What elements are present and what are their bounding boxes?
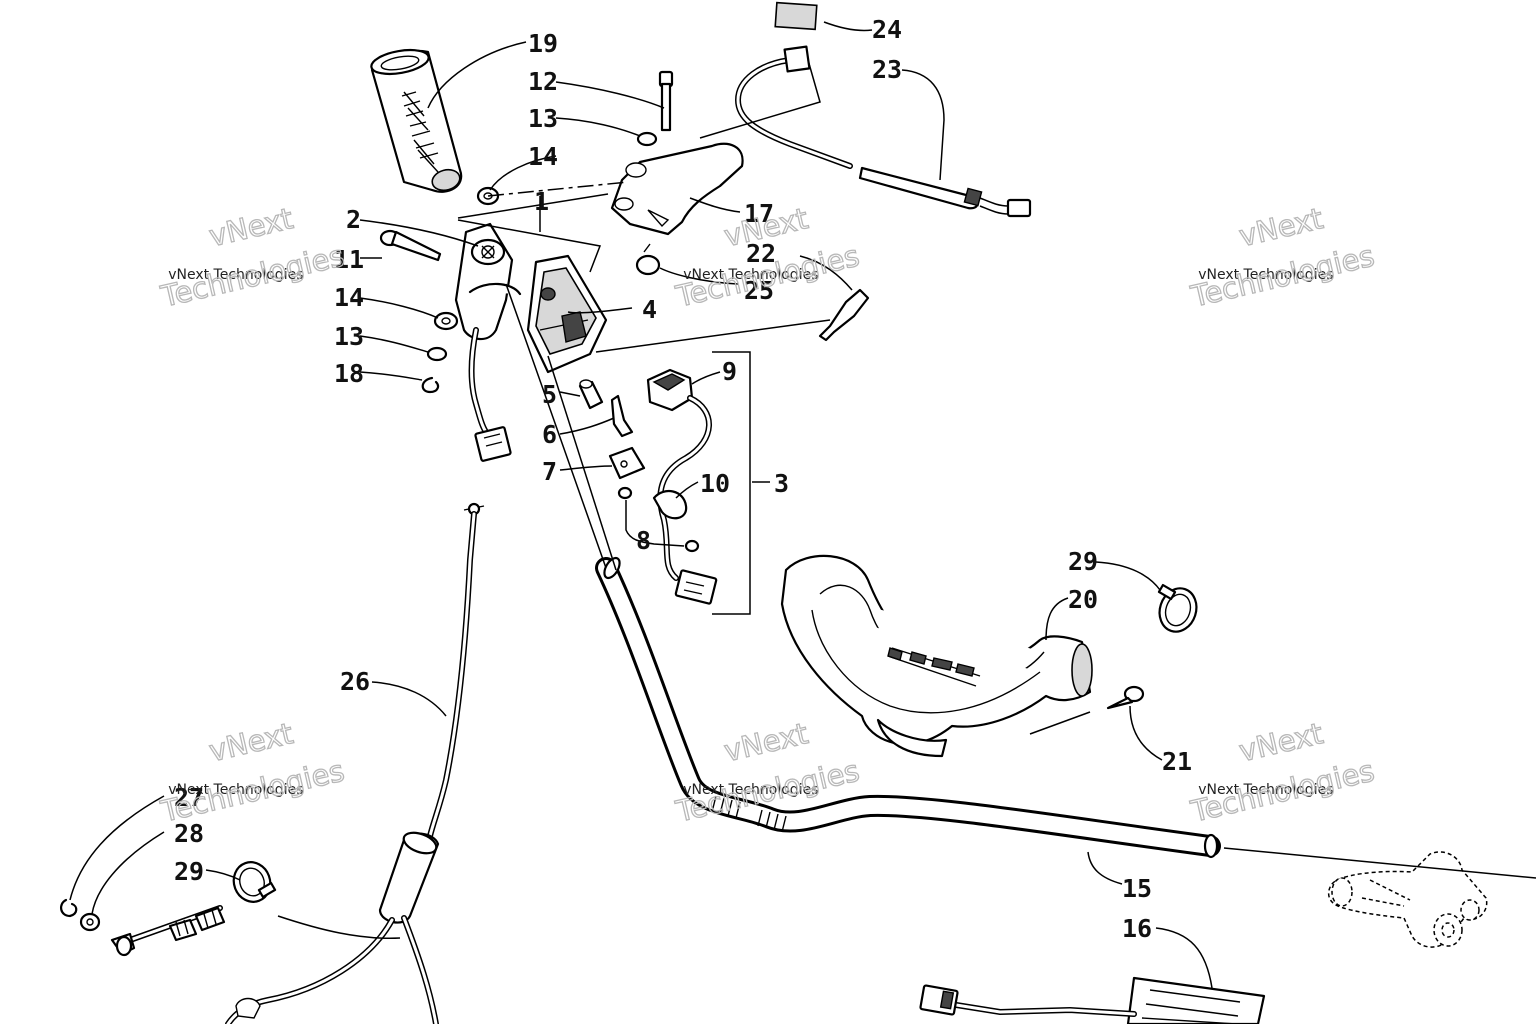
callout-7: 7 [542,457,557,486]
callout-25: 25 [744,276,774,305]
callout-19: 20 [1068,585,1098,614]
callout-11: 11 [334,245,364,274]
screw-long [379,229,442,262]
watermark-line3: Technologies [1187,239,1377,314]
washer-lower [426,346,448,362]
retaining-clip [635,243,661,276]
washer-upper [636,131,658,147]
plug-pin [578,379,604,410]
hose-clamp-lower [232,861,277,903]
callout-10: 10 [700,469,730,498]
callout-14-upper: 14 [528,142,558,171]
callout-23: 23 [872,55,902,84]
control-housing [454,222,522,462]
watermark-line2: vNext Technologies [683,782,818,798]
callout-5: 5 [542,380,557,409]
callout-9: 9 [722,357,737,386]
watermark-line3: Technologies [1187,754,1377,829]
thumb-heater-pad [919,976,1266,1024]
cable-washer [79,912,101,932]
watermark-top-left: vNext vNext Technologies Technologies [157,200,348,314]
watermark-line1: vNext [1236,201,1326,253]
switch-wire-harness [652,395,718,605]
callout-20: 21 [1162,747,1192,776]
callout-3: 3 [774,469,789,498]
callout-29-upper: 29 [1068,547,1098,576]
spring-clip [610,394,634,438]
e-clip [60,898,78,918]
callout-16: 18 [334,359,364,388]
dimmer-switch [646,368,694,412]
watermark-line2: vNext Technologies [683,267,818,283]
watermark-line3: Technologies [157,754,347,829]
throttle-lever [610,142,744,236]
hand-grip [370,48,463,193]
throttle-cable [110,502,485,1024]
watermark-line2: vNext Technologies [1198,782,1333,798]
pad-screw [1106,685,1145,710]
throttle-block [526,254,608,374]
callout-22: 22 [746,239,776,268]
tether-wire [818,288,870,342]
watermark-line2: vNext Technologies [168,267,303,283]
watermark-line1: vNext [1236,716,1326,768]
hose-clamp-upper [1157,583,1198,633]
watermark-line2: vNext Technologies [1198,267,1333,283]
callout-4: 4 [642,295,657,324]
watermark-line1: vNext [206,716,296,768]
callout-18: 19 [528,29,558,58]
watermark-bottom-right: vNext vNext Technologies Technologies [1187,715,1378,829]
handlebar-pad [780,554,1093,758]
callout-1: 1 [534,187,549,216]
snap-ring [421,376,440,394]
callout-labels: 19 12 13 14 1 2 11 14 13 18 4 5 6 7 8 9 … [174,15,1192,943]
watermark-bottom-left: vNext vNext Technologies Technologies [157,715,348,829]
bolt-long [658,70,674,132]
callout-6: 6 [542,420,557,449]
leader-lines [69,21,1536,989]
watermark-line3: Technologies [157,239,347,314]
callout-13-lower: 13 [334,322,364,351]
callout-14-lower: 14 [334,283,364,312]
callout-17: 15 [1122,874,1152,903]
callout-28: 28 [174,819,204,848]
callout-24: 24 [872,15,902,44]
brake-lever-reference [1327,851,1488,948]
handlebar [595,556,1221,859]
callout-12: 12 [528,67,558,96]
watermark-line1: vNext [206,201,296,253]
switch-plate [608,446,646,480]
watermark-top-right: vNext vNext Technologies Technologies [1187,200,1378,314]
heater-wire-harness [734,45,1032,218]
switch-screws [617,486,700,553]
callout-13-upper: 13 [528,104,558,133]
callout-27: 27 [174,783,204,812]
callout-8: 8 [636,526,651,555]
callout-2: 2 [346,205,361,234]
callout-21: 16 [1122,914,1152,943]
callout-26: 26 [340,667,370,696]
watermark-line2: vNext Technologies [168,782,303,798]
callout-29-lower: 29 [174,857,204,886]
watermark-line1: vNext [721,716,811,768]
heater-element-pad [774,1,818,31]
nut-lower [433,311,459,331]
callout-15: 17 [744,199,774,228]
